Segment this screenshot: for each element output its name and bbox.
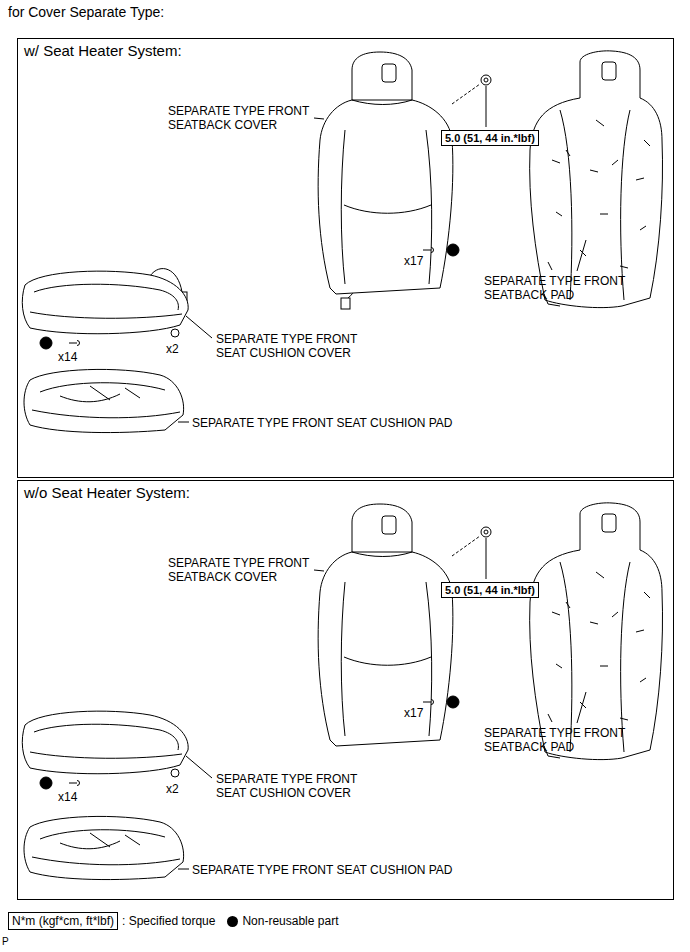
- part-name: SEPARATE TYPE FRONT SEAT CUSHION COVER: [216, 332, 366, 361]
- system-panel: w/ Seat Heater System: 5.0 (51, 44 in.*lb…: [17, 38, 674, 478]
- leader-line: [178, 869, 189, 870]
- torque-value: 5.0 (51, 44 in.*lbf): [445, 132, 535, 144]
- legend-torque-box: N*m (kgf*cm, ft*lbf): [8, 912, 118, 930]
- part-name: SEPARATE TYPE FRONT SEATBACK COVER: [168, 104, 318, 133]
- cushion-pad-drawing: [24, 369, 184, 432]
- part-name: SEPARATE TYPE FRONT SEATBACK COVER: [168, 556, 318, 585]
- quantity-callout: x2: [166, 782, 179, 796]
- part-name: SEPARATE TYPE FRONT SEAT CUSHION PAD: [192, 416, 453, 430]
- part-name: SEPARATE TYPE FRONT SEAT CUSHION COVER: [216, 772, 366, 801]
- panel-heading: w/ Seat Heater System:: [24, 42, 182, 59]
- non-reusable-dot: [227, 916, 238, 927]
- legend-text: : Specified torque: [122, 914, 215, 928]
- quantity-callout: x14: [58, 790, 77, 804]
- legend-row: : Specified torque Non-reusable part: [122, 912, 338, 930]
- seatback-fasteners: [314, 75, 586, 271]
- heater-connector: [341, 298, 350, 309]
- cushion-fasteners: [40, 316, 212, 349]
- cushion-pad-group: [24, 816, 189, 879]
- seatback-fasteners: [314, 527, 586, 723]
- quantity-callout: x14: [58, 350, 77, 364]
- cushion-cover-drawing: [22, 711, 188, 774]
- quantity-callout: x17: [404, 706, 423, 720]
- system-panel: w/o Seat Heater System: 5.0 (51, 44 in.*l…: [17, 480, 674, 900]
- panel-heading: w/o Seat Heater System:: [24, 484, 190, 501]
- cushion-cover-group: [22, 711, 212, 789]
- seatback-pad-drawing: [530, 503, 663, 760]
- seatback-group: [314, 503, 663, 760]
- legend-text: Non-reusable part: [242, 914, 338, 928]
- diagram-title: for Cover Separate Type:: [8, 4, 164, 21]
- torque-value: N*m (kgf*cm, ft*lbf): [12, 914, 114, 928]
- torque-box: 5.0 (51, 44 in.*lbf): [441, 582, 539, 598]
- quantity-callout: x17: [404, 254, 423, 268]
- figure-code: P: [2, 936, 9, 948]
- cushion-pad-drawing: [24, 816, 184, 879]
- part-name: SEPARATE TYPE FRONT SEATBACK PAD: [484, 274, 634, 303]
- cushion-cover-drawing: [22, 271, 188, 334]
- leader-line: [178, 422, 189, 423]
- torque-value: 5.0 (51, 44 in.*lbf): [445, 584, 535, 596]
- torque-box: 5.0 (51, 44 in.*lbf): [441, 130, 539, 146]
- part-name: SEPARATE TYPE FRONT SEATBACK PAD: [484, 726, 634, 755]
- cushion-fasteners: [40, 756, 212, 789]
- seatback-cover-drawing: [318, 504, 453, 746]
- seatback-pad-drawing: [530, 51, 663, 308]
- quantity-callout: x2: [166, 342, 179, 356]
- seatback-cover-drawing: [318, 52, 453, 294]
- part-name: SEPARATE TYPE FRONT SEAT CUSHION PAD: [192, 863, 453, 877]
